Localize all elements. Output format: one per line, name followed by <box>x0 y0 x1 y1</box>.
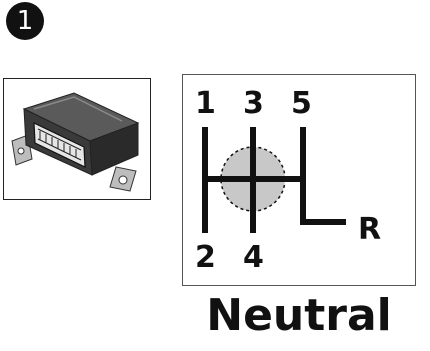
step-number-badge: 1 <box>6 2 44 40</box>
control-module-panel <box>3 78 151 200</box>
gear-label-1: 1 <box>195 86 216 121</box>
shift-pattern-diagram: 1 3 5 2 4 R <box>182 74 416 286</box>
selected-position-label: Neutral <box>206 290 392 341</box>
control-module-icon <box>11 92 140 192</box>
gear-label-reverse: R <box>358 212 382 247</box>
gear-label-4: 4 <box>243 240 264 275</box>
gear-label-2: 2 <box>195 240 216 275</box>
step-number: 1 <box>16 6 34 36</box>
gear-label-3: 3 <box>243 86 264 121</box>
gear-label-5: 5 <box>291 86 312 121</box>
shift-gate-graphic <box>202 127 346 233</box>
